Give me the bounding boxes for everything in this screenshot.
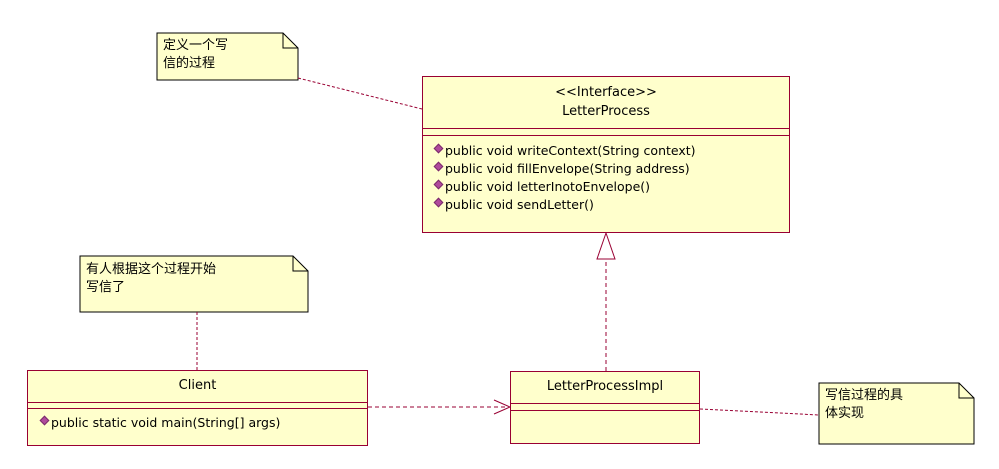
operation-label: public void sendLetter() bbox=[445, 197, 594, 212]
note-line: 写信过程的具 bbox=[825, 388, 904, 403]
operation-label: public void writeContext(String context) bbox=[445, 143, 696, 158]
class-separator bbox=[423, 128, 789, 129]
note-client-text: 有人根据这个过程开始 写信了 bbox=[86, 261, 216, 297]
interface-operations: public void writeContext(String context)… bbox=[423, 136, 789, 214]
note-line: 体实现 bbox=[825, 406, 865, 421]
operation-label: public void letterInotoEnvelope() bbox=[445, 179, 651, 194]
operation-item: public void sendLetter() bbox=[433, 196, 789, 214]
note-client bbox=[79, 255, 309, 313]
operation-item: public void letterInotoEnvelope() bbox=[433, 178, 789, 196]
note-fold bbox=[292, 256, 308, 272]
interface-stereotype: <<Interface>> bbox=[555, 85, 657, 100]
class-separator bbox=[28, 408, 367, 409]
note-anchor-line bbox=[699, 408, 820, 416]
operation-label: public void fillEnvelope(String address) bbox=[445, 161, 690, 176]
note-impl bbox=[818, 382, 975, 445]
interface-letter-process[interactable]: <<Interface>> LetterProcess public void … bbox=[422, 76, 790, 233]
interface-name: LetterProcess bbox=[562, 104, 650, 119]
note-fold bbox=[958, 383, 974, 399]
note-line: 定义一个写 bbox=[163, 38, 229, 53]
operation-item: public static void main(String[] args) bbox=[39, 414, 367, 432]
operation-item: public void fillEnvelope(String address) bbox=[433, 160, 789, 178]
public-operation-icon bbox=[39, 415, 50, 426]
note-fold bbox=[282, 33, 298, 49]
class-client[interactable]: Client public static void main(String[] … bbox=[27, 370, 368, 446]
note-define-process bbox=[156, 32, 299, 81]
client-name: Client bbox=[178, 378, 217, 393]
class-separator bbox=[511, 410, 699, 411]
client-operations: public static void main(String[] args) bbox=[28, 409, 367, 432]
operation-label: public static void main(String[] args) bbox=[51, 415, 281, 430]
class-separator bbox=[511, 403, 699, 404]
public-operation-icon bbox=[433, 143, 444, 154]
note-line: 有人根据这个过程开始 bbox=[86, 262, 217, 277]
operation-item: public void writeContext(String context) bbox=[433, 142, 789, 160]
note-define-process-text: 定义一个写 信的过程 bbox=[163, 37, 228, 73]
impl-name: LetterProcessImpl bbox=[546, 379, 664, 394]
realization-arrowhead bbox=[596, 231, 616, 260]
note-impl-text: 写信过程的具 体实现 bbox=[825, 387, 903, 423]
note-anchor-line bbox=[297, 77, 423, 110]
class-separator bbox=[423, 135, 789, 136]
class-separator bbox=[28, 402, 367, 403]
note-line: 写信了 bbox=[86, 280, 126, 295]
note-line: 信的过程 bbox=[163, 56, 216, 71]
public-operation-icon bbox=[433, 197, 444, 208]
public-operation-icon bbox=[433, 179, 444, 190]
public-operation-icon bbox=[433, 161, 444, 172]
class-letter-process-impl[interactable]: LetterProcessImpl bbox=[510, 371, 700, 444]
